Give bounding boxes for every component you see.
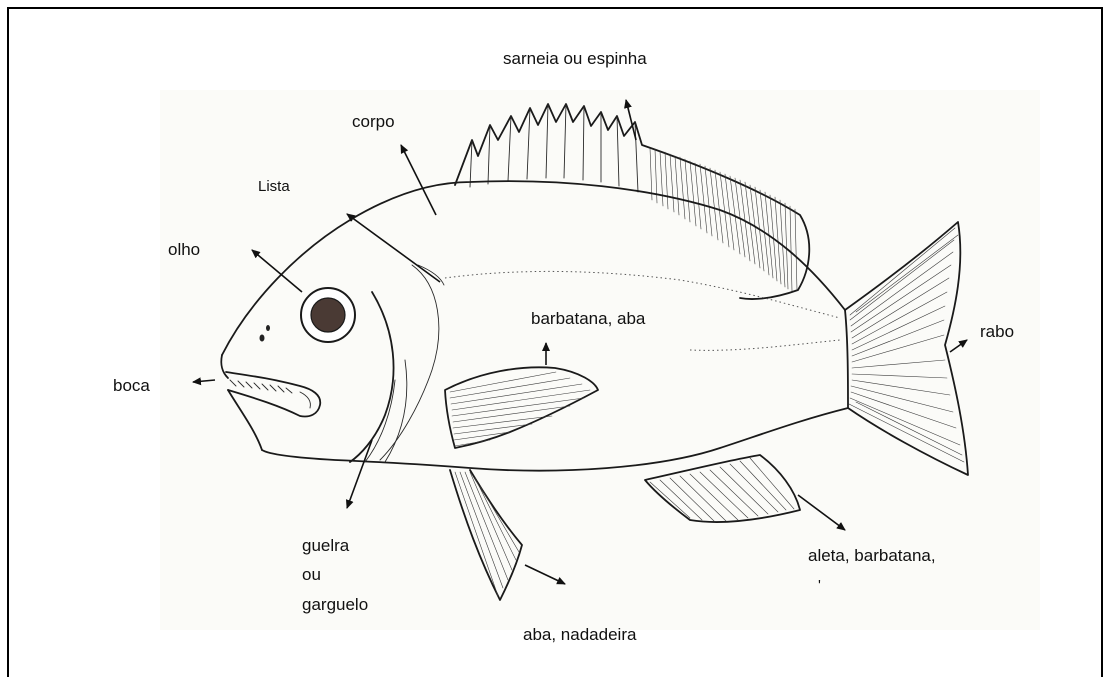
label-boca: boca: [113, 376, 150, 395]
label-lista: Lista: [258, 178, 290, 195]
label-corpo: corpo: [352, 112, 395, 131]
label-aleta: aleta, barbatana,: [808, 546, 936, 565]
label-sarneia: sarneia ou espinha: [503, 49, 647, 68]
label-aba-nadadeira: aba, nadadeira: [523, 625, 637, 644]
label-rabo: rabo: [980, 322, 1014, 341]
label-barbatana: barbatana, aba: [531, 309, 646, 328]
eye: [301, 288, 355, 342]
label-guelra-1: guelra: [302, 536, 350, 555]
label-guelra-2: ou: [302, 565, 321, 584]
label-guelra-3: garguelo: [302, 595, 368, 614]
label-aleta-mark: ': [818, 577, 821, 594]
label-olho: olho: [168, 240, 200, 259]
